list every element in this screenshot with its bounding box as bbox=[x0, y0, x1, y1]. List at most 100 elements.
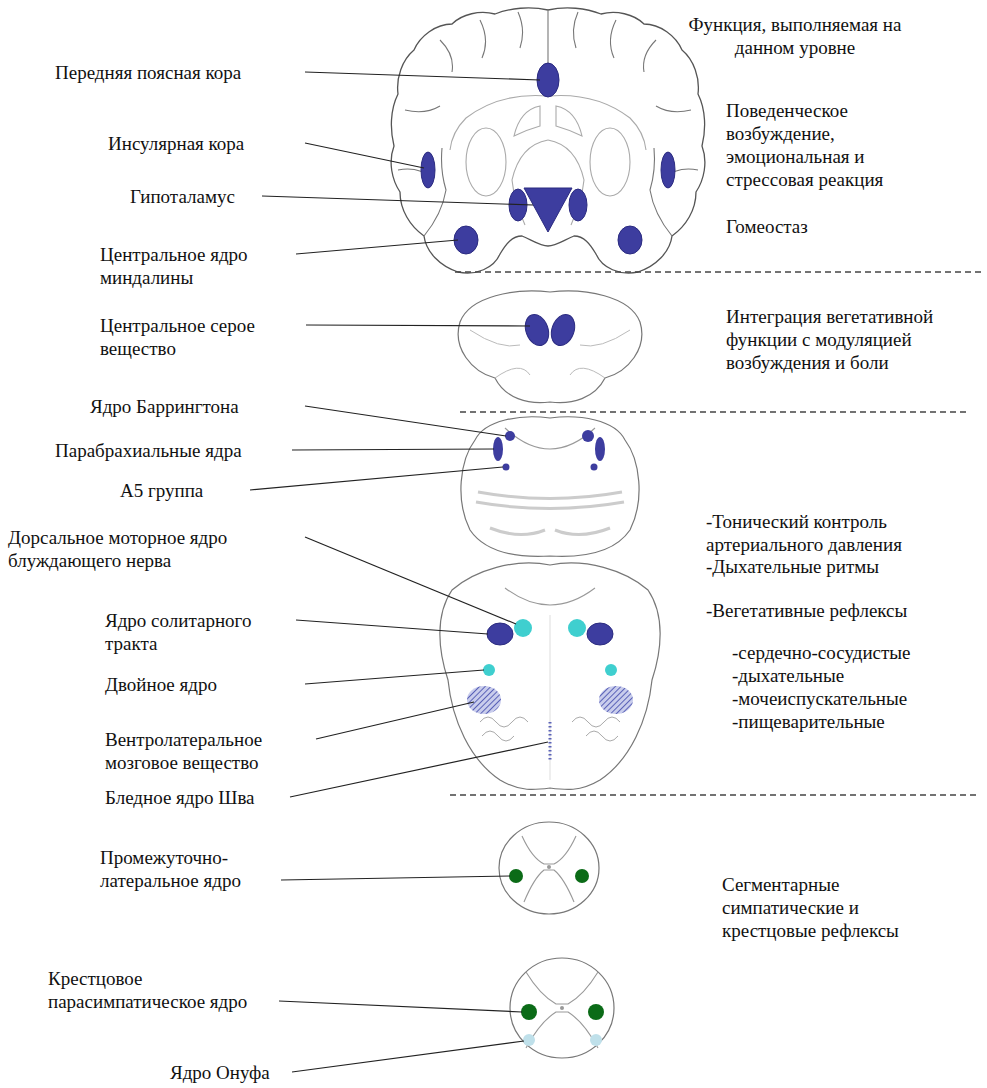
function-label: Интеграция вегетативной функции с модуля… bbox=[726, 305, 971, 374]
function-label: -Дыхательные ритмы bbox=[706, 555, 879, 578]
sacral-parasympathetic-nucleus bbox=[588, 1004, 604, 1020]
structure-label: Бледное ядро Шва bbox=[105, 786, 255, 809]
central-canal bbox=[547, 865, 551, 869]
leader-line bbox=[296, 620, 488, 634]
sacral-cord-section bbox=[510, 958, 614, 1058]
ventrolateral-medulla bbox=[467, 686, 501, 714]
nucleus-ambiguus bbox=[483, 664, 495, 676]
right-hemisphere bbox=[548, 8, 705, 273]
pons-outline bbox=[461, 417, 639, 557]
medulla-midline bbox=[550, 615, 551, 780]
barrington-nucleus bbox=[582, 430, 594, 442]
insula-area bbox=[661, 152, 675, 188]
insula-area bbox=[421, 152, 435, 188]
pons-section bbox=[461, 417, 639, 557]
central-canal bbox=[560, 1006, 564, 1010]
thoracic-cord-section bbox=[499, 822, 599, 914]
leader-line bbox=[305, 72, 540, 80]
structure-label: Двойное ядро bbox=[105, 673, 217, 696]
dorsal-motor-vagus bbox=[514, 619, 532, 637]
midbrain-section bbox=[458, 291, 642, 403]
structure-label: Инсулярная кора bbox=[108, 132, 244, 155]
a5-group bbox=[503, 464, 510, 471]
leader-lines bbox=[250, 72, 548, 1072]
structure-label: Центральное ядро миндалины bbox=[100, 243, 290, 289]
function-label: -Тонический контроль артериального давле… bbox=[706, 510, 946, 556]
leader-line bbox=[305, 143, 424, 168]
gray-matter bbox=[522, 836, 576, 902]
leader-line bbox=[292, 449, 494, 450]
column-heading: Функция, выполняемая на данном уровне bbox=[670, 13, 920, 59]
structure-label: Центральное серое вещество bbox=[100, 314, 300, 360]
structure-label: Дорсальное моторное ядро блуждающего нер… bbox=[8, 526, 278, 572]
leader-line bbox=[281, 876, 510, 880]
pontine-fibres bbox=[476, 492, 624, 535]
amygdala-area bbox=[618, 226, 642, 254]
intermediolateral-nucleus bbox=[509, 869, 523, 883]
solitary-nucleus bbox=[587, 623, 613, 645]
structure-label: Крестцовое парасимпатическое ядро bbox=[48, 967, 273, 1013]
function-label: -Вегетативные рефлексы bbox=[706, 599, 907, 622]
periaqueductal-gray bbox=[521, 311, 553, 349]
periaqueductal-gray bbox=[547, 311, 579, 349]
structure-label: Передняя поясная кора bbox=[55, 61, 241, 84]
level-divider bbox=[450, 794, 980, 795]
onuf-nucleus bbox=[523, 1034, 535, 1046]
leader-line bbox=[296, 240, 458, 254]
anterior-cingulate-area bbox=[537, 63, 559, 97]
sacral-parasympathetic-nucleus bbox=[521, 1004, 537, 1020]
coronal-section bbox=[391, 8, 705, 273]
fourth-ventricle bbox=[505, 428, 595, 449]
function-label: -дыхательные bbox=[732, 664, 844, 687]
structure-label: Ядро Баррингтона bbox=[90, 395, 239, 418]
structure-label: Ядро Онуфа bbox=[170, 1061, 270, 1084]
hypothalamus-area bbox=[524, 188, 572, 232]
leader-line bbox=[316, 702, 474, 739]
hypothalamus-area bbox=[569, 189, 587, 221]
parabrachial-nucleus bbox=[493, 437, 503, 461]
ventrolateral-medulla bbox=[599, 686, 633, 714]
leader-line bbox=[292, 1041, 524, 1072]
function-label: Сегментарные симпатические и крестцовые … bbox=[722, 873, 922, 942]
structure-label: Ядро солитарного тракта bbox=[105, 609, 290, 655]
function-label: -мочеиспускательные bbox=[732, 687, 907, 710]
structure-label: Промежуточно- латеральное ядро bbox=[100, 846, 275, 892]
function-label: -пищеварительные bbox=[732, 710, 885, 733]
left-hemisphere bbox=[391, 8, 548, 273]
midbrain-detail bbox=[470, 330, 630, 378]
midbrain-outline bbox=[458, 291, 642, 403]
medulla-outline bbox=[440, 563, 660, 790]
leader-line bbox=[306, 325, 530, 326]
parabrachial-nucleus bbox=[595, 437, 605, 461]
onuf-nucleus bbox=[590, 1034, 602, 1046]
fourth-ventricle bbox=[505, 588, 595, 605]
leader-line bbox=[262, 196, 533, 205]
cord-outline bbox=[499, 822, 599, 914]
leader-line bbox=[305, 406, 506, 436]
structure-label: Вентролатеральное мозговое вещество bbox=[105, 728, 310, 774]
midline-fissure bbox=[547, 10, 548, 70]
barrington-nucleus bbox=[505, 431, 515, 441]
leader-line bbox=[305, 670, 484, 684]
nucleus-ambiguus bbox=[605, 664, 617, 676]
a5-group bbox=[591, 464, 598, 471]
structure-label: А5 группа bbox=[120, 479, 203, 502]
leader-line bbox=[250, 467, 503, 490]
level-divider bbox=[460, 411, 970, 412]
cord-outline bbox=[510, 958, 614, 1058]
gray-matter bbox=[526, 972, 598, 1048]
function-label: Гомеостаз bbox=[726, 215, 808, 238]
structure-label: Парабрахиальные ядра bbox=[55, 439, 242, 462]
solitary-nucleus bbox=[487, 623, 513, 645]
leader-line bbox=[279, 1001, 522, 1012]
leader-line bbox=[290, 742, 548, 797]
function-label: Поведенческое возбуждение, эмоциональная… bbox=[726, 99, 926, 191]
leader-line bbox=[305, 537, 516, 624]
medulla-section bbox=[440, 563, 660, 790]
level-divider bbox=[455, 271, 982, 272]
raphe-pallidus bbox=[549, 722, 552, 760]
structure-label: Гипоталамус bbox=[130, 185, 235, 208]
intermediolateral-nucleus bbox=[575, 869, 589, 883]
dorsal-motor-vagus bbox=[568, 619, 586, 637]
